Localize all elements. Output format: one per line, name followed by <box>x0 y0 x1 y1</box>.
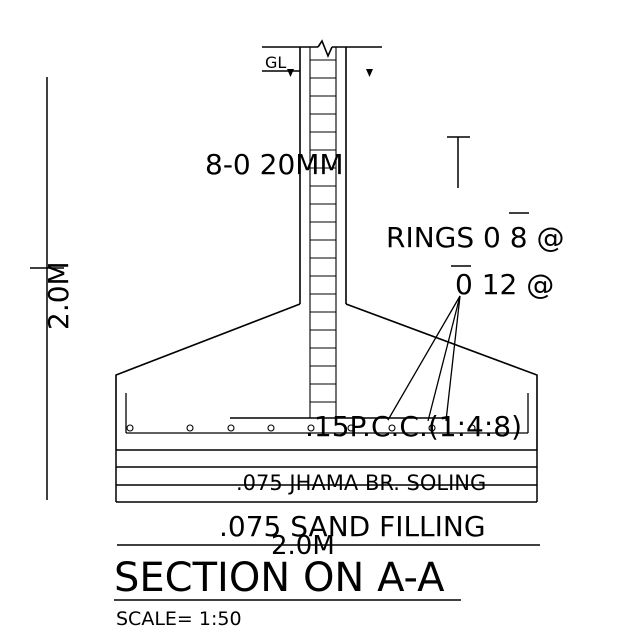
main-bars-marker <box>447 136 470 188</box>
column-outline <box>299 47 347 304</box>
pcc-label: .15P.C.C.(1:4:8) <box>305 410 522 443</box>
distribution-bar-dot <box>468 424 476 432</box>
distribution-bar-dot <box>347 424 355 432</box>
column-reinforcement-cage <box>309 47 337 418</box>
distribution-bar-dot <box>307 424 315 432</box>
soling-layers <box>115 449 538 503</box>
vertical-dimension-label: 2.0M <box>42 261 75 330</box>
rings-label-2: 0 12 @ <box>455 268 554 301</box>
distribution-bar-dot <box>267 424 275 432</box>
main-bars-label: 8-0 20MM <box>205 148 344 181</box>
sand-label: .075 SAND FILLING <box>219 510 486 543</box>
scale-label: SCALE= 1:50 <box>116 608 242 630</box>
distribution-bar-dot <box>428 424 436 432</box>
ground-level-line <box>262 39 382 59</box>
column-ties <box>310 59 336 403</box>
distribution-bar-dot <box>186 424 194 432</box>
rings-label-1: RINGS 0 8 @ <box>386 221 564 254</box>
gl-label: GL <box>265 53 286 72</box>
ring-leader-lines <box>387 295 461 422</box>
soling-label: .075 JHAMA BR. SOLING <box>236 471 486 495</box>
bottom-bar <box>125 393 529 434</box>
section-title: SECTION ON A-A <box>114 555 445 601</box>
distribution-bar-dot <box>227 424 235 432</box>
distribution-bar-dot <box>388 424 396 432</box>
distribution-bar-dot <box>126 424 134 432</box>
distribution-bars <box>126 424 476 432</box>
vertical-dimension <box>30 77 64 500</box>
horizontal-dimension-label: 2.0M <box>271 531 335 561</box>
footing-outline <box>115 303 538 450</box>
